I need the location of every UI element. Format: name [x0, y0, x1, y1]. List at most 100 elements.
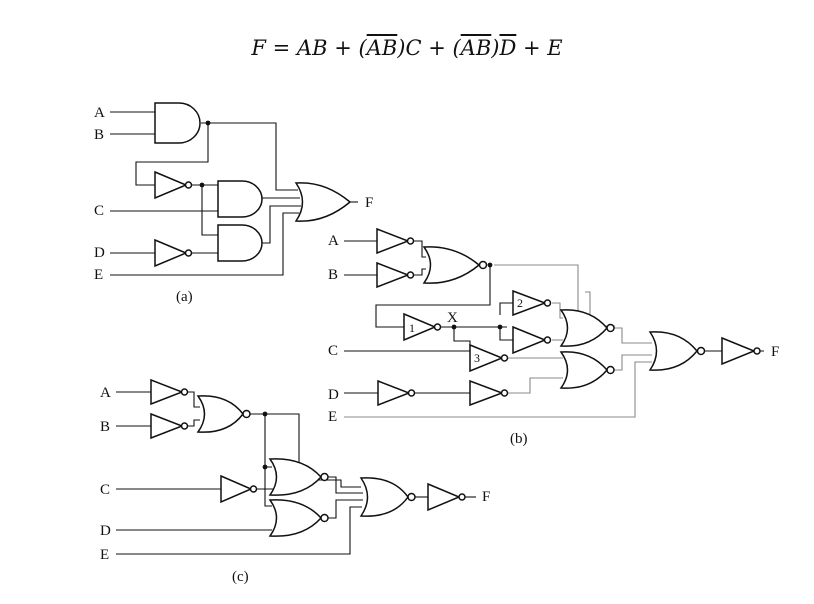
c-input-e-label: E — [100, 547, 109, 563]
a-input-a-label: A — [94, 105, 105, 121]
b-input-e-label: E — [328, 409, 337, 425]
c-not-final — [427, 482, 461, 512]
b-not-a-bubble — [406, 237, 415, 245]
diagram-c: A B C D E F (c) — [100, 378, 490, 585]
b-not-b — [376, 261, 411, 289]
eq-plus-open-1: + ( — [327, 36, 367, 60]
b-not-final-bubble — [753, 347, 761, 355]
b-wire-g2-out — [552, 302, 563, 319]
a-and-gate-d — [217, 224, 263, 262]
b-caption: (b) — [510, 431, 528, 447]
c-caption: (c) — [232, 569, 249, 585]
b-junction-x — [451, 324, 457, 330]
c-not-b-bubble — [180, 422, 189, 430]
b-not-1-bubble — [433, 323, 442, 331]
diagram-b: A B C D E F X (b) — [328, 227, 779, 447]
b-wire-dbar-to-nor — [508, 377, 563, 394]
b-nor-3-bubble — [606, 365, 615, 375]
c-nor-gate-final — [359, 477, 409, 517]
b-not-a — [376, 227, 411, 255]
c-input-a-label: A — [100, 385, 111, 401]
eq-lhs: F — [251, 36, 266, 60]
b-output-f-label: F — [771, 344, 779, 360]
c-output-f-label: F — [482, 489, 490, 505]
b-not-d-bubble — [407, 389, 416, 397]
a-input-b-label: B — [94, 127, 104, 143]
c-wire-nor1-in — [187, 391, 200, 427]
boolean-equation: F = AB + (AB)C + (AB)D + E — [0, 36, 814, 60]
b-wire-gate2b-in — [499, 327, 513, 341]
eq-close-c: )C + ( — [397, 36, 461, 60]
eq-term-ab-bar-1: AB — [366, 36, 398, 60]
c-nor-final-bubble — [407, 492, 416, 502]
a-wire-inv-branch — [201, 185, 218, 236]
b-not-2b-bubble — [543, 336, 552, 344]
b-junction-1 — [487, 262, 493, 268]
b-not-2b — [512, 325, 547, 355]
a-and-gate-c — [217, 180, 263, 218]
a-wire-and1-out — [201, 122, 298, 191]
b-gate-number-3: 3 — [474, 351, 480, 365]
c-wire-nor1-out — [247, 413, 361, 488]
b-nor-gate-final — [648, 331, 698, 371]
b-nor-gate-2 — [559, 309, 608, 347]
a-output-f-label: F — [365, 195, 373, 211]
c-not-c-bubble — [249, 485, 258, 493]
a-junction-2 — [199, 182, 205, 188]
b-wire-nor3-out — [614, 354, 652, 371]
a-wire-inv-in — [135, 123, 209, 186]
c-wire-ab — [116, 391, 151, 427]
b-wire-gate2-in — [499, 302, 513, 315]
b-gate-number-2: 2 — [517, 296, 523, 310]
b-not-1 — [403, 312, 437, 342]
eq-term-ab-bar-2: AB — [460, 36, 492, 60]
b-wire-nor1-out — [494, 264, 615, 327]
c-not-c — [220, 474, 253, 504]
eq-equals: = — [265, 36, 297, 60]
c-junction-1 — [262, 411, 268, 417]
b-node-x-label: X — [447, 310, 458, 326]
a-not-gate — [154, 170, 188, 200]
b-nor-final-bubble — [696, 346, 706, 356]
b-nor-gate-ab — [422, 246, 481, 284]
b-input-c-label: C — [328, 343, 338, 359]
c-nor-ab-bubble — [242, 409, 251, 419]
b-wire-nor-loop — [375, 265, 491, 328]
a-caption: (a) — [176, 289, 193, 305]
c-not-a — [150, 378, 185, 406]
c-not-b — [150, 412, 185, 440]
b-not-b-bubble — [406, 271, 415, 279]
c-wire-nor3-out — [328, 499, 363, 519]
diagram-a: A B C D E F (a) — [94, 102, 373, 305]
c-not-final-bubble — [458, 493, 466, 501]
c-input-c-label: C — [100, 482, 110, 498]
c-nor-gate-c — [268, 458, 323, 496]
b-not-2-bubble — [543, 299, 552, 307]
a-not-bubble — [184, 181, 193, 189]
a-input-c-label: C — [94, 203, 104, 219]
b-not-dbar — [469, 379, 505, 407]
b-not-3-bubble — [500, 354, 509, 362]
b-nor-2-bubble — [606, 323, 615, 333]
b-not-final — [721, 336, 756, 366]
c-input-d-label: D — [100, 523, 111, 539]
eq-term-ab: AB — [296, 36, 328, 60]
c-input-b-label: B — [100, 419, 110, 435]
b-input-a-label: A — [328, 233, 339, 249]
b-not-d — [377, 379, 412, 407]
b-input-d-label: D — [328, 387, 339, 403]
b-not-2 — [512, 289, 548, 317]
eq-close-2: ) — [491, 36, 500, 60]
a-not-gate-d — [154, 238, 188, 268]
a-or-gate — [294, 182, 352, 222]
b-nor-gate-3 — [559, 351, 608, 389]
c-junction-2 — [262, 464, 268, 470]
c-wire-e — [116, 506, 362, 555]
a-not-bubble-d — [184, 249, 193, 257]
b-wire-nor2-out — [614, 327, 652, 344]
a-input-d-label: D — [94, 245, 105, 261]
a-and-gate-ab — [154, 102, 201, 144]
b-wire-ab — [344, 240, 377, 276]
b-junction-2 — [497, 324, 503, 330]
